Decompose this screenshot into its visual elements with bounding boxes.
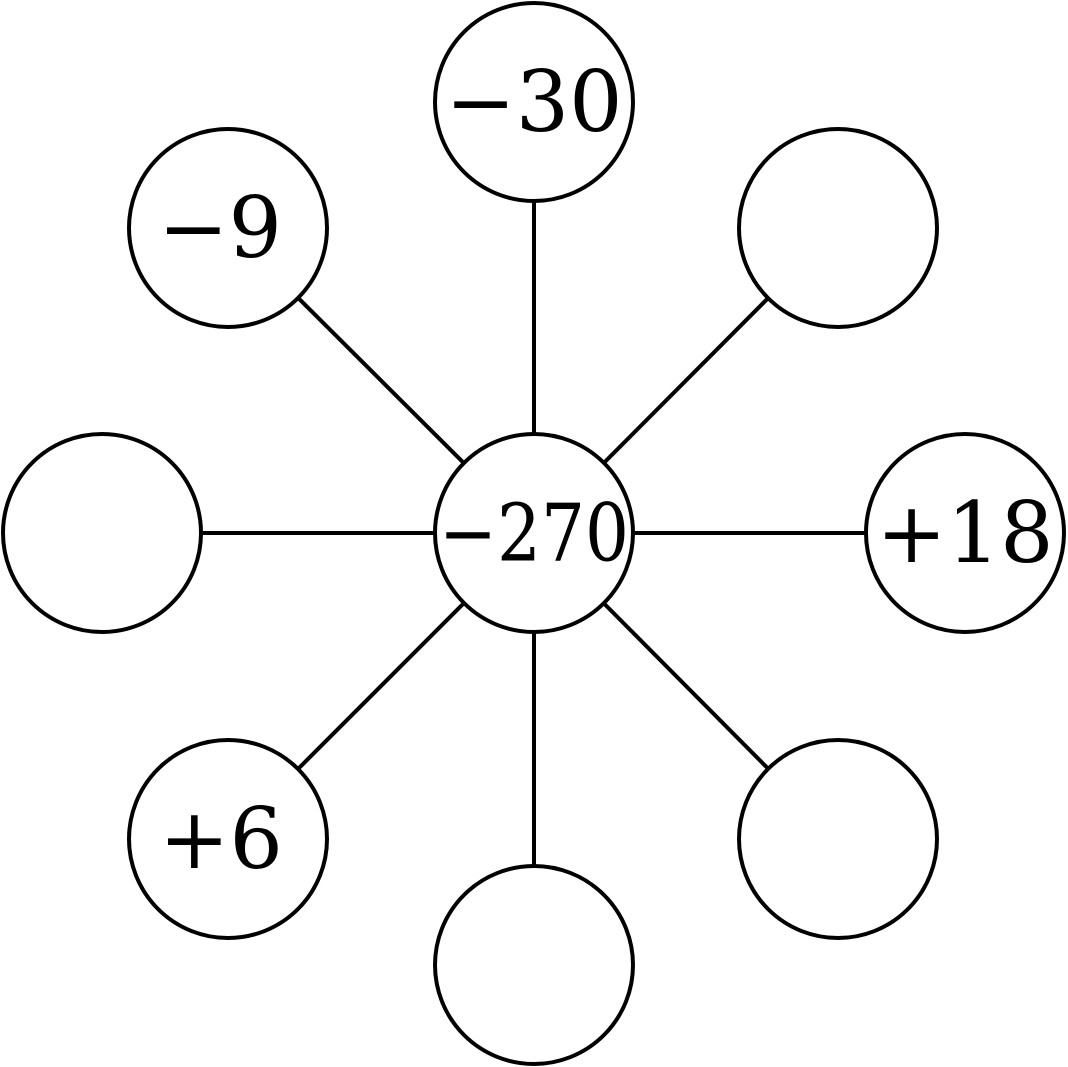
node-top-label: −30: [445, 53, 622, 151]
node-bottom: [433, 864, 635, 1066]
node-center: −270: [433, 432, 635, 634]
node-bottom-right: [737, 738, 939, 940]
node-center-label: −270: [439, 487, 629, 580]
node-top-circle: [433, 1, 635, 203]
node-bottom-left-label: +6: [159, 790, 283, 888]
node-top-left-label: −9: [158, 179, 282, 277]
node-center-circle: [433, 432, 635, 634]
node-right-circle: [864, 432, 1066, 634]
node-left-circle: [1, 432, 203, 634]
node-right-label: +18: [876, 484, 1053, 582]
node-top: −30: [433, 1, 635, 203]
node-bottom-left: +6: [127, 738, 329, 940]
node-top-left-circle: [127, 127, 329, 329]
node-right: +18: [864, 432, 1066, 634]
node-left: [1, 432, 203, 634]
node-bottom-right-circle: [737, 738, 939, 940]
node-top-right-circle: [737, 127, 939, 329]
node-bottom-left-circle: [127, 738, 329, 940]
node-top-left: −9: [127, 127, 329, 329]
node-top-right: [737, 127, 939, 329]
node-bottom-circle: [433, 864, 635, 1066]
